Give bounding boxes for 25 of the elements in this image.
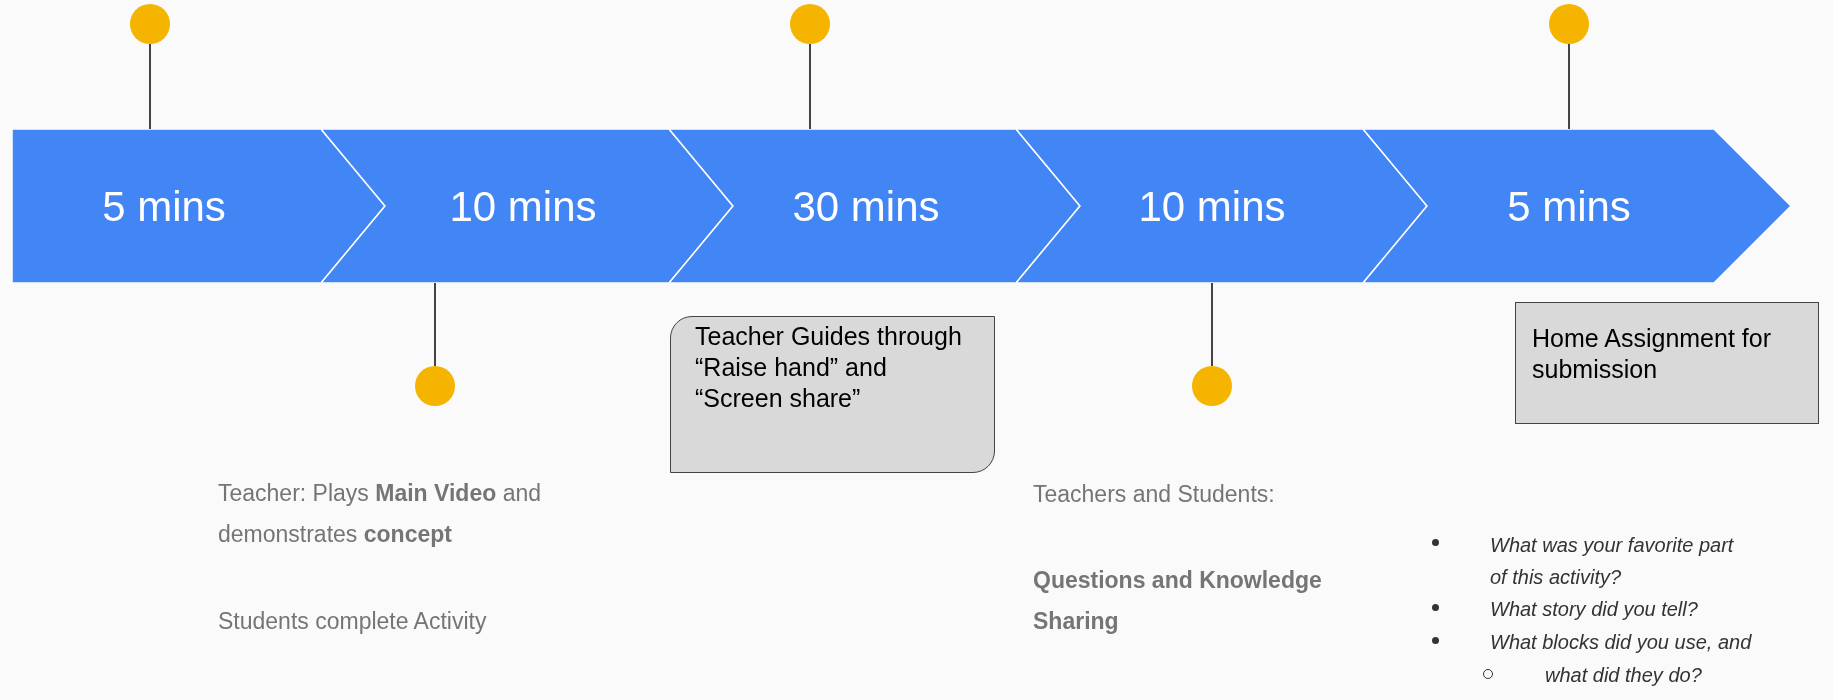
chevron-step (12, 129, 385, 283)
connector-line (1568, 43, 1570, 130)
duration-text: 5 mins (1507, 181, 1631, 232)
description-text: Teachers and Students: (1033, 480, 1276, 509)
chevron-step (321, 129, 733, 283)
question-text: What was your favorite part of this activity? (1490, 533, 1735, 590)
question-text: What story did you tell? (1490, 597, 1699, 622)
question-text: what did they do? (1545, 663, 1703, 688)
description-text: Teacher: Plays Main Video and demonstrates concept (218, 479, 542, 549)
connector-line (434, 282, 436, 367)
connector-line (1211, 282, 1213, 367)
chevron-step (1363, 129, 1791, 283)
description-heading: Questions and Knowledge Sharing (1033, 566, 1323, 636)
connector-line (149, 43, 151, 130)
chevron-step (1016, 129, 1427, 283)
description-text: Students complete Activity (218, 607, 488, 636)
note-box: Teacher Guides through “Raise hand” and “Screen share” (670, 316, 995, 473)
duration-text: 5 mins (102, 181, 226, 232)
duration-text: 30 mins (792, 181, 940, 232)
chevron-step (669, 129, 1080, 283)
connector-line (809, 43, 811, 130)
note-box: Home Assignment for submission (1515, 302, 1819, 424)
question-text: What blocks did you use, and (1490, 630, 1753, 655)
duration-text: 10 mins (449, 181, 597, 232)
duration-text: 10 mins (1138, 181, 1286, 232)
